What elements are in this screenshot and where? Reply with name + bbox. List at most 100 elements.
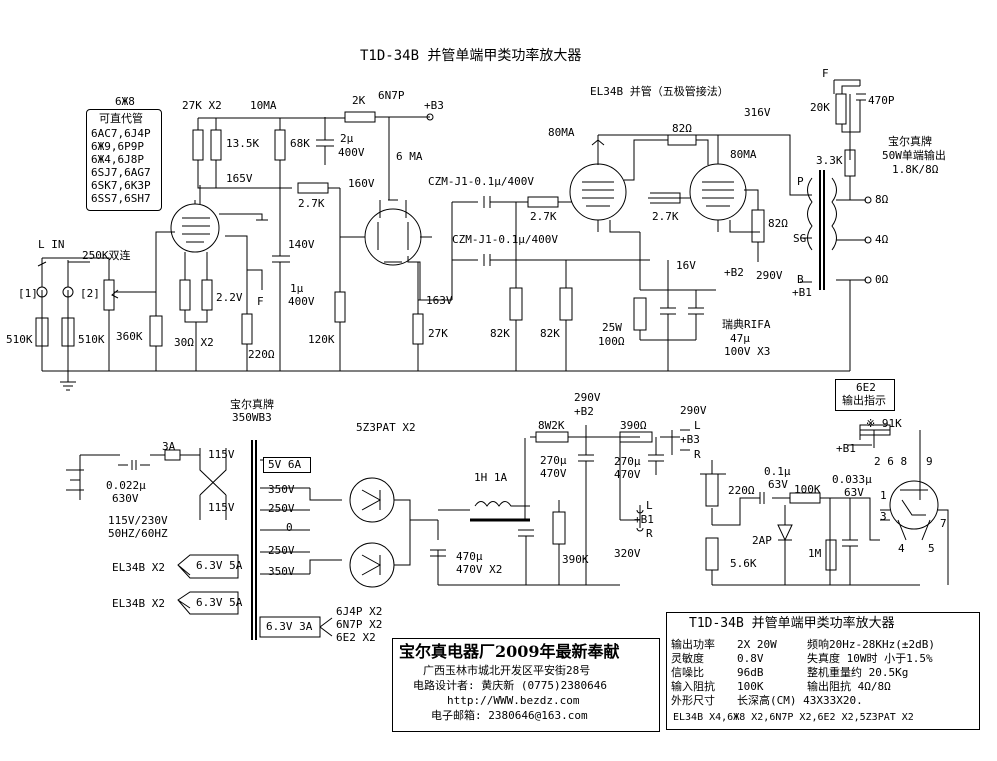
spec-cell: 输入阻抗 xyxy=(671,680,715,693)
r82k-2-label: 82K xyxy=(540,327,560,340)
r120k-label: 120K xyxy=(308,333,335,346)
spec-cell: 0.8V xyxy=(737,652,764,665)
secondary-250-a-label: 250V xyxy=(268,502,295,515)
b1-c-label: +B1 xyxy=(836,442,856,455)
spec-cell: 100K xyxy=(737,680,764,693)
r510-b-label: 510K xyxy=(78,333,105,346)
r33k-label: 3.3K xyxy=(816,154,843,167)
secondary-250-b-label: 250V xyxy=(268,544,295,557)
spec-cell: 96dB xyxy=(737,666,764,679)
c470-rating-label: 470V X2 xyxy=(456,563,503,576)
company-box: 宝尔真电器厂2009年最新奉献 广西玉林市城北开发区平安街28号 电路设计者: … xyxy=(392,638,660,732)
heater-list-line: 6J4P X2 xyxy=(336,605,383,618)
out-0ohm-label: 0Ω xyxy=(875,273,889,286)
channel-2-label: [2] xyxy=(80,287,100,300)
spec-cell: 长深高(CM) 43X33X20. xyxy=(737,694,863,707)
v140-label: 140V xyxy=(288,238,315,251)
spec-cell: 灵敏度 xyxy=(671,652,704,665)
6n7p-label: 6N7P xyxy=(378,89,405,102)
r68k-label: 68K xyxy=(290,137,310,150)
secondary-350-b-label: 350V xyxy=(268,565,295,578)
r220-label: 220Ω xyxy=(248,348,275,361)
c270-a-rating-label: 470V xyxy=(540,467,567,480)
r220-b-label: 220Ω xyxy=(728,484,755,497)
heater-el34-b-label: EL34B X2 xyxy=(112,597,165,610)
r27k-x2-label: 27K X2 xyxy=(182,99,222,112)
spec-cell: 外形尺寸 xyxy=(671,694,715,707)
r100-label: 100Ω xyxy=(598,335,625,348)
spec-cell: 信噪比 xyxy=(671,666,704,679)
c270-b-label: 270μ xyxy=(614,455,641,468)
rectifier-label: 5Z3PAT X2 xyxy=(356,421,416,434)
rail-l-2-label: L xyxy=(646,499,653,512)
r27k-a-label: 2.7K xyxy=(298,197,325,210)
company-name: 宝尔真电器厂2009年最新奉献 xyxy=(399,642,620,661)
rifa-cap-label: 47μ xyxy=(730,332,750,345)
ot-p-label: P xyxy=(797,175,804,188)
v163-label: 163V xyxy=(426,294,453,307)
input-label: L IN xyxy=(38,238,65,251)
r13k5-label: 13.5K xyxy=(226,137,260,150)
v290-b-label: 290V xyxy=(574,391,601,404)
r2k-label: 2K xyxy=(352,94,366,107)
rail-l-1-label: L xyxy=(694,419,701,432)
secondary-5v-box: 5V 6A xyxy=(263,457,311,473)
secondary-5v-label: 5V 6A xyxy=(268,458,302,471)
substitute-line: 6SK7,6K3P xyxy=(91,179,151,192)
substitute-line: 6AC7,6J4P xyxy=(91,127,151,140)
el34-label: EL34B 并管（五极管接法） xyxy=(590,85,729,98)
current-80ma-a-label: 80MA xyxy=(548,126,575,139)
r390k-label: 390K xyxy=(562,553,589,566)
r1m-label: 1M xyxy=(808,547,822,560)
company-url: http://WWW.bezdz.com xyxy=(447,694,580,707)
spec-cell: 整机重量约 20.5Kg xyxy=(807,666,909,679)
spec-cell: 失真度 10W时 小于1.5% xyxy=(807,652,933,665)
v316-label: 316V xyxy=(744,106,771,119)
ot-sg-label: SG xyxy=(793,232,807,245)
spec-box: T1D-34B 并管单端甲类功率放大器 输出功率 2X 20W 频响20Hz-2… xyxy=(666,612,980,730)
substitute-tube-box: 可直代管 6AC7,6J4P 6Ж9,6P9P 6Ж4,6J8P 6SJ7,6A… xyxy=(86,109,162,211)
r25w-label: 25W xyxy=(602,321,622,334)
r56k-label: 5.6K xyxy=(730,557,757,570)
r27k-b-label: 2.7K xyxy=(530,210,557,223)
v290-c-label: 290V xyxy=(680,404,707,417)
diode-label: 2AP xyxy=(752,534,772,547)
substitute-line: 6SJ7,6AG7 xyxy=(91,166,151,179)
heater-list-line: 6E2 X2 xyxy=(336,631,376,644)
cap-0022-voltage-label: 630V xyxy=(112,492,139,505)
secondary-0-label: 0 xyxy=(286,521,293,534)
f2-label: F xyxy=(822,67,829,80)
b2-b-label: +B2 xyxy=(574,405,594,418)
indicator-title-label: 输出指示 xyxy=(842,394,886,407)
substitute-title: 可直代管 xyxy=(99,112,143,125)
czm-cap-1-label: CZM-J1-0.1μ/400V xyxy=(428,175,534,188)
substitute-line: 6Ж9,6P9P xyxy=(91,140,144,153)
substitute-line: 6SS7,6SH7 xyxy=(91,192,151,205)
b1-b-label: +B1 xyxy=(634,513,654,526)
heater-63-c-label: 6.3V 3A xyxy=(266,620,313,633)
secondary-350-a-label: 350V xyxy=(268,483,295,496)
indicator-tube-label: 6E2 xyxy=(856,381,876,394)
spec-cell: 2X 20W xyxy=(737,638,777,651)
primary-115-b-label: 115V xyxy=(208,501,235,514)
r82-a-label: 82Ω xyxy=(672,122,692,135)
channel-1-label: [1] xyxy=(18,287,38,300)
heater-63-a-label: 6.3V 5A xyxy=(196,559,243,572)
current-6ma-label: 6 MA xyxy=(396,150,423,163)
c01-rating-label: 63V xyxy=(768,478,788,491)
f-node-label: F xyxy=(257,295,264,308)
b3-label: +B3 xyxy=(424,99,444,112)
spec-cell: 输出功率 xyxy=(671,638,715,651)
spec-title: T1D-34B 并管单端甲类功率放大器 xyxy=(689,616,895,631)
spec-cell: 频响20Hz-28KHz(±2dB) xyxy=(807,638,935,651)
r27k-label: 27K xyxy=(428,327,448,340)
out-4ohm-label: 4Ω xyxy=(875,233,889,246)
c1u-label: 1μ xyxy=(290,282,304,295)
mains-voltage-label: 115V/230V xyxy=(108,514,168,527)
b3-b-label: +B3 xyxy=(680,433,700,446)
choke-label: 1H 1A xyxy=(474,471,508,484)
pin-4-label: 4 xyxy=(898,542,905,555)
fuse-label: 3A xyxy=(162,440,176,453)
